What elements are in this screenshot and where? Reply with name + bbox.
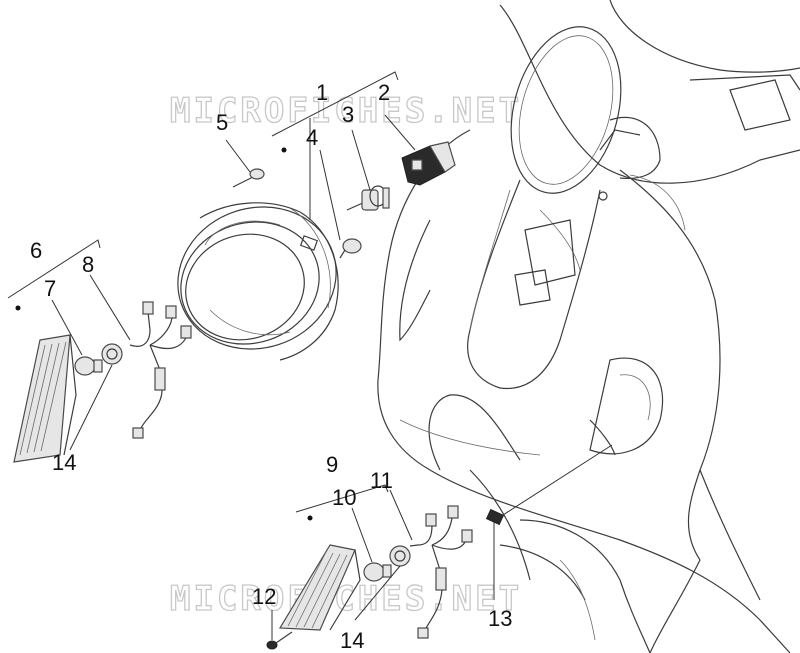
callout-2: 2 xyxy=(378,80,390,105)
screw-part-5 xyxy=(232,168,265,188)
watermark-bottom: MICROFICHES.NET xyxy=(170,579,522,619)
leader-lines xyxy=(7,71,613,640)
callout-12: 12 xyxy=(252,584,276,609)
bullet-dot-1 xyxy=(281,147,287,153)
callout-labels: 1 2 3 4 5 6 7 8 9 10 11 12 13 14 14 xyxy=(30,80,512,653)
bullet-dot-9 xyxy=(307,515,313,521)
callout-10: 10 xyxy=(332,485,356,510)
screw-part-12 xyxy=(266,631,293,650)
socket-part-2 xyxy=(401,141,456,186)
callout-1: 1 xyxy=(316,80,328,105)
callout-13: 13 xyxy=(488,606,512,631)
bulb-part-4 xyxy=(339,238,362,259)
wiring-harness-part-8 xyxy=(129,301,192,439)
callout-11: 11 xyxy=(370,468,393,493)
callout-6: 6 xyxy=(30,238,42,263)
scooter-front-shield xyxy=(377,0,800,653)
callout-3: 3 xyxy=(342,102,354,127)
bulb-part-10 xyxy=(363,562,392,582)
watermark-top: MICROFICHES.NET xyxy=(170,91,522,131)
callout-7: 7 xyxy=(44,276,56,301)
turn-signal-lens-left xyxy=(13,334,77,463)
halogen-bulb-part-3 xyxy=(346,185,390,211)
callout-8: 8 xyxy=(82,252,94,277)
bulb-part-7 xyxy=(74,356,103,376)
turn-signal-lens-right xyxy=(278,544,361,631)
callout-14-left: 14 xyxy=(52,450,76,475)
bulb-holder-part-14b xyxy=(389,545,411,567)
bulb-holder-part-14a xyxy=(101,343,123,365)
headlamp-assembly xyxy=(177,202,339,361)
callout-5: 5 xyxy=(216,110,228,135)
wiring-harness-part-11 xyxy=(409,505,473,639)
callout-4: 4 xyxy=(306,125,318,150)
callout-9: 9 xyxy=(326,452,338,477)
bullet-dot-6 xyxy=(15,305,21,311)
connector-part-13 xyxy=(485,508,505,526)
callout-14-right: 14 xyxy=(340,628,364,653)
